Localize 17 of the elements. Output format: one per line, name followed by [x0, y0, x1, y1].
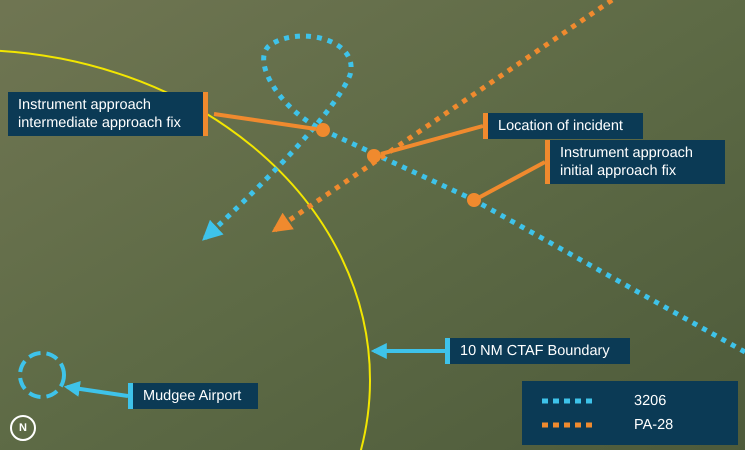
callout-label: Location of incident: [483, 113, 643, 139]
location-dot: [367, 149, 381, 163]
leader-line: [479, 160, 546, 199]
callout-label: Mudgee Airport: [128, 383, 258, 409]
leader-line: [380, 124, 484, 156]
leader-line: [214, 112, 316, 131]
callout-label: Instrument approach intermediate approach fix: [8, 92, 208, 136]
callout-label: 10 NM CTAF Boundary: [445, 338, 630, 364]
legend-label: PA-28: [634, 416, 674, 435]
north-label: N: [19, 422, 27, 434]
arrow: [370, 343, 445, 359]
location-dot: [316, 123, 330, 137]
airport-ring: [18, 351, 66, 399]
arrow: [64, 380, 128, 398]
location-dot: [467, 193, 481, 207]
legend-label: 3206: [634, 392, 666, 411]
callout-label: Instrument approach initial approach fix: [545, 140, 725, 184]
